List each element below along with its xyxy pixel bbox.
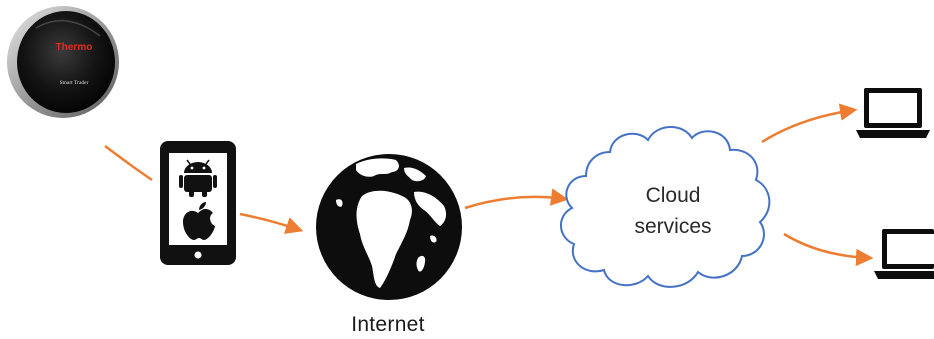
arrow-cloud-to-laptop-top (761, 103, 858, 144)
arrow-phone-to-internet (239, 212, 304, 234)
cloud-services-label: Cloud services (598, 180, 748, 242)
arrow-internet-to-cloud (464, 188, 569, 210)
android-icon (179, 159, 217, 197)
internet-label: Internet (351, 313, 425, 336)
arrow-thermostat-to-phone (104, 145, 153, 182)
cloud-label-line-1: Cloud (645, 184, 701, 207)
smartphone-icon (160, 141, 236, 265)
laptop-icon (856, 88, 930, 138)
thermostat-brand-text: Thermo (56, 42, 93, 53)
cloud-icon (560, 126, 771, 288)
globe-icon (316, 154, 462, 300)
apple-icon (183, 202, 215, 240)
laptop-icon (874, 229, 934, 279)
thermostat-model-text: Smart Trader (60, 80, 89, 86)
thermostat-device-icon: Thermo Smart Trader (7, 6, 119, 118)
arrow-cloud-to-laptop-bottom (783, 232, 874, 267)
cloud-label-line-2: services (634, 215, 712, 238)
